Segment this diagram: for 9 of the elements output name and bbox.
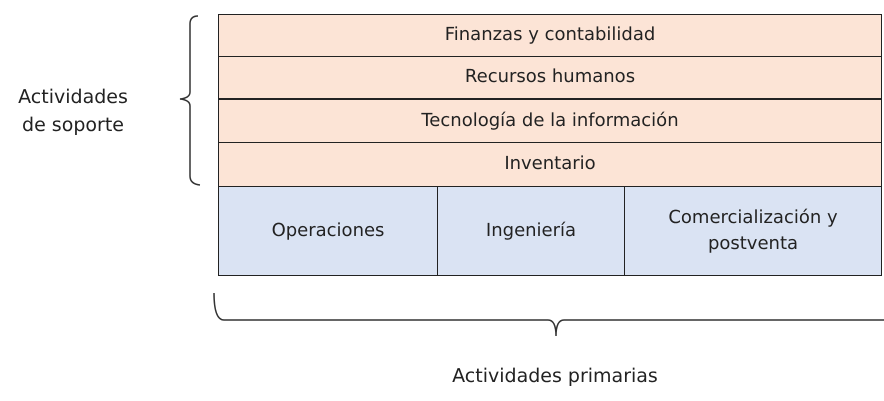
support-activity-box: Finanzas y contabilidad	[218, 14, 882, 57]
primary-activity-box: Comercialización y postventa	[624, 186, 882, 276]
primary-activity-box: Ingeniería	[437, 186, 625, 276]
group-label: Actividades de soporte	[17, 85, 129, 138]
support-activity-box: Tecnología de la información	[218, 99, 882, 143]
support-activity-box: Recursos humanos	[218, 56, 882, 99]
support-activity-box: Inventario	[218, 142, 882, 187]
primary-activity-box: Operaciones	[218, 186, 438, 276]
group-label: Actividades primarias	[451, 364, 659, 389]
